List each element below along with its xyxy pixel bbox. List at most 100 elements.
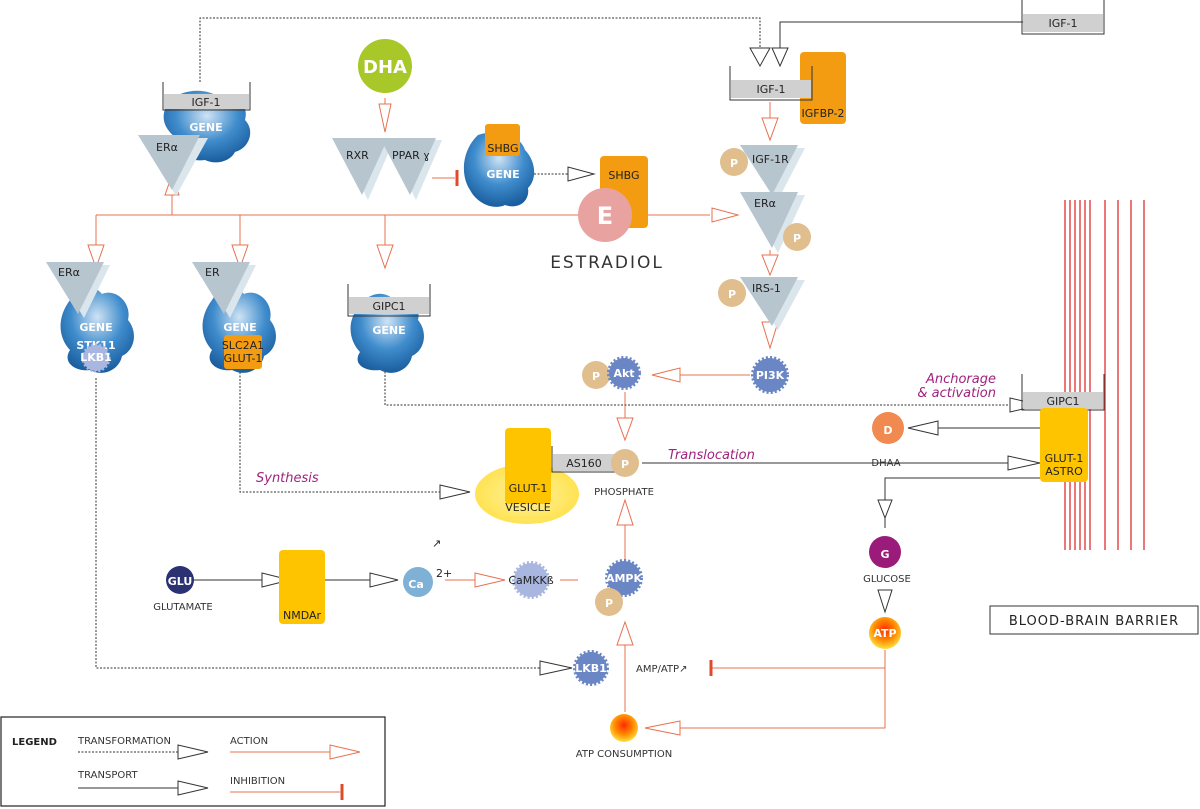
- dha-molecule: DHA: [358, 39, 412, 93]
- p-irs1: P: [728, 288, 736, 301]
- synthesis-label: Synthesis: [256, 471, 319, 486]
- p-igf1r: P: [730, 157, 738, 170]
- ppar-label: PPAR ɣ: [392, 149, 430, 162]
- legend-transport-label: TRANSPORT: [77, 770, 138, 781]
- igf1-receptor-complex: IGFBP-2 IGF-1: [729, 52, 846, 124]
- phosphate-label: PHOSPHATE: [594, 487, 654, 498]
- p-er-alpha: P: [793, 232, 801, 245]
- gipc1-membrane: GIPC1: [1021, 374, 1105, 411]
- rxr-ppar-receptor: RXR PPAR ɣ: [332, 138, 442, 200]
- lkb1-kinase: LKB1: [573, 650, 609, 686]
- legend-title: LEGEND: [12, 737, 57, 748]
- p-akt: P: [592, 370, 600, 383]
- nmdar-label: NMDAr: [283, 609, 322, 622]
- shbg-protein-label: SHBG: [608, 169, 639, 182]
- igf1r-receptor: IGF-1R P: [720, 145, 805, 200]
- ca-superscript: 2+: [436, 567, 452, 580]
- estradiol-label: ESTRADIOL: [550, 253, 664, 273]
- e-label: E: [597, 202, 613, 230]
- blood-brain-barrier-lines: [1064, 200, 1145, 550]
- er-label: ER: [205, 266, 220, 279]
- igf1-top-box: IGF-1: [1021, 0, 1105, 35]
- gene-label: GENE: [189, 121, 222, 134]
- gipc1-membrane-label: GIPC1: [1046, 395, 1079, 408]
- lkb1-gene-label: LKB1: [80, 351, 112, 364]
- ca-label: Ca: [408, 578, 424, 591]
- ampk-kinase: AMPK P: [595, 559, 643, 616]
- legend-transformation-label: TRANSFORMATION: [77, 736, 171, 747]
- igf1-gene-label: IGF-1: [191, 96, 220, 109]
- er-alpha-receptor-right: ERα P: [740, 192, 811, 253]
- amp-atp-label: AMP/ATP↗: [636, 664, 687, 675]
- shbg-gene-box-label: SHBG: [487, 142, 518, 155]
- glucose-label: GLUCOSE: [863, 574, 911, 585]
- camkk-kinase: CaMKKß: [508, 561, 554, 599]
- glut1-vesicle: GLUT-1 VESICLE: [475, 428, 579, 524]
- rxr-label: RXR: [346, 149, 369, 162]
- legend-inhibition-label: INHIBITION: [230, 776, 285, 787]
- arrowheads: [87, 47, 1041, 736]
- glutamate-molecule: GLU GLUTAMATE: [153, 566, 213, 613]
- igf1-receptor-box-label: IGF-1: [756, 83, 785, 96]
- dha-label: DHA: [363, 57, 407, 78]
- igf1-top-label: IGF-1: [1048, 17, 1077, 30]
- p-ampk: P: [605, 597, 613, 610]
- gipc1-gene-label: GENE: [372, 324, 405, 337]
- dhaa-molecule: D DHAA: [871, 412, 904, 469]
- glut1-astro-transporter: GLUT-1 ASTRO: [1040, 408, 1088, 482]
- shbg-gene-label: GENE: [486, 168, 519, 181]
- atp-consumption-label: ATP CONSUMPTION: [576, 749, 672, 760]
- slc2a1-gene-label: GENE: [223, 321, 256, 334]
- glut1-astro-label: GLUT-1: [1045, 452, 1084, 465]
- igfbp2-label: IGFBP-2: [801, 107, 844, 120]
- camkkb-label: CaMKKß: [508, 574, 553, 587]
- nmdar-receptor: NMDAr: [279, 550, 325, 624]
- as160-phosphate: AS160 P PHOSPHATE: [551, 446, 654, 498]
- glut1-gene-label: GLUT-1: [224, 352, 263, 365]
- pi3k-kinase: PI3K: [751, 356, 789, 394]
- atp-label: ATP: [873, 627, 896, 640]
- activation-label: & activation: [917, 386, 996, 401]
- er-alpha-stk11-gene: ERα GENE STK11 LKB1: [46, 262, 134, 373]
- glut1-vesicle-label: GLUT-1: [509, 482, 548, 495]
- as160-label: AS160: [566, 457, 602, 470]
- calcium-ion: Ca 2+ ↗: [403, 537, 452, 597]
- er-alpha-receptor-top: ERα: [138, 135, 208, 196]
- legend-action-label: ACTION: [230, 736, 268, 747]
- glu-label: GLU: [168, 575, 193, 588]
- translocation-label: Translocation: [668, 448, 755, 463]
- legend: LEGEND TRANSFORMATION ACTION TRANSPORT I…: [0, 716, 386, 807]
- er-alpha-right-label: ERα: [754, 197, 776, 210]
- anchorage-label: Anchorage: [925, 372, 996, 387]
- estradiol-molecule: E ESTRADIOL: [550, 188, 664, 273]
- er-slc2a1-gene: ER GENE SLC2A1 GLUT-1: [192, 262, 276, 373]
- akt-kinase: P Akt: [582, 356, 641, 390]
- bbb-label: BLOOD-BRAIN BARRIER: [1009, 614, 1179, 629]
- atp-molecule: ATP: [869, 617, 901, 649]
- dhaa-label: DHAA: [871, 458, 900, 469]
- pi3k-label: PI3K: [756, 369, 785, 382]
- inhibition-bars: [455, 170, 713, 676]
- g-label: G: [880, 548, 889, 561]
- astro-label: ASTRO: [1045, 465, 1083, 478]
- glucose-molecule: G GLUCOSE: [863, 536, 911, 585]
- ampk-label: AMPK: [606, 572, 643, 585]
- stk11-gene-label: GENE: [79, 321, 112, 334]
- p-as160: P: [621, 458, 629, 471]
- lkb1-label: LKB1: [575, 662, 607, 675]
- akt-label: Akt: [613, 367, 634, 380]
- atp-consumption: ATP CONSUMPTION: [576, 714, 672, 760]
- glutamate-label: GLUTAMATE: [153, 602, 212, 613]
- gipc1-gene: GIPC1 GENE: [347, 284, 431, 373]
- igf1r-label: IGF-1R: [752, 153, 789, 166]
- gipc1-gene-box-label: GIPC1: [372, 300, 405, 313]
- er-alpha-gene-left-label: ERα: [58, 266, 80, 279]
- er-alpha-label: ERα: [156, 141, 178, 154]
- bbb-label-box: BLOOD-BRAIN BARRIER: [989, 605, 1199, 635]
- ca-increase-arrow: ↗: [432, 537, 441, 550]
- slc2a1-label: SLC2A1: [222, 339, 264, 352]
- irs1-receptor: IRS-1 P: [718, 277, 805, 330]
- d-label: D: [883, 424, 892, 437]
- shbg-gene: SHBG GENE: [463, 124, 535, 207]
